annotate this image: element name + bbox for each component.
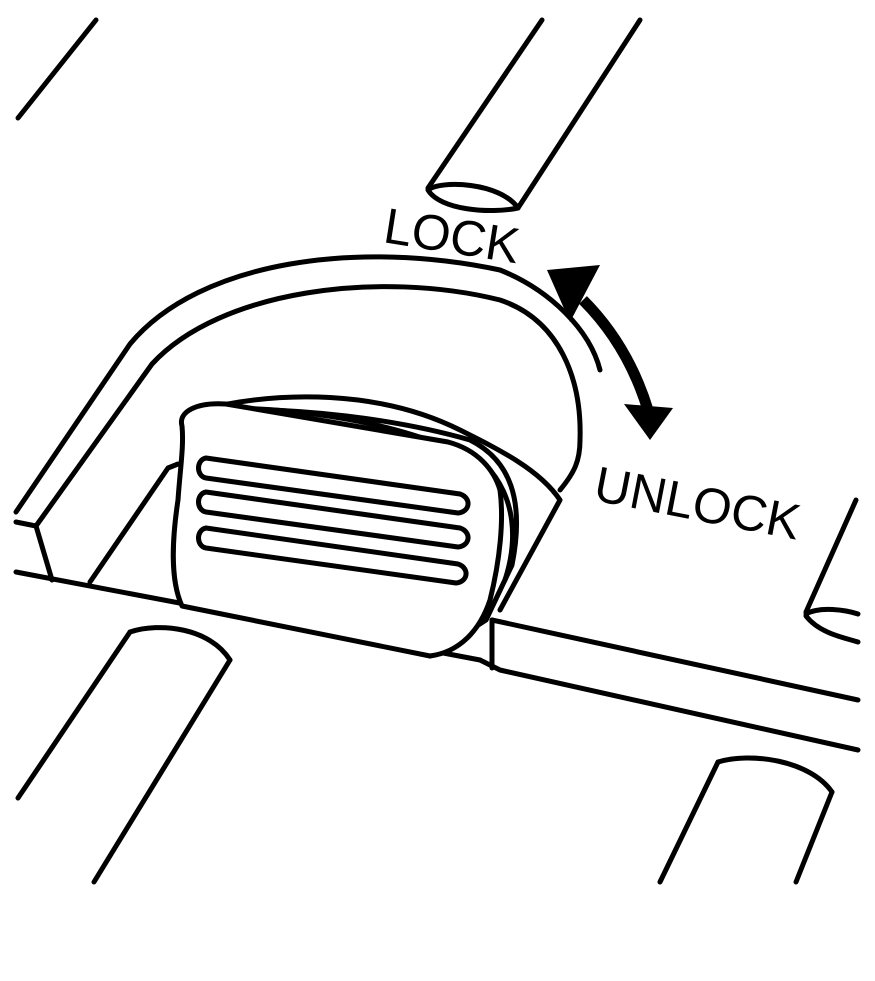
shelf-bottom-edge — [477, 657, 861, 753]
housing-inner-right — [557, 437, 583, 493]
double-headed-curved-arrow-icon — [547, 265, 673, 440]
housing-inner-arch — [33, 284, 583, 529]
slat-lower-right — [657, 755, 835, 885]
slat-right-edge — [803, 497, 861, 645]
background-slats — [15, 17, 861, 645]
knob-back-rim — [197, 394, 563, 613]
housing-left-tab — [13, 519, 55, 583]
lock-knob — [170, 401, 520, 659]
slat-upper-center — [425, 17, 643, 214]
housing-inner-left — [87, 461, 181, 585]
shelf-top-edge-right — [489, 617, 861, 703]
knob-grip-ridges — [196, 455, 471, 586]
slat-upper-left — [15, 17, 99, 121]
housing-outer-arch — [13, 254, 603, 515]
slat-lower-left — [15, 625, 233, 885]
unlock-label: UNLOCK — [590, 456, 805, 551]
